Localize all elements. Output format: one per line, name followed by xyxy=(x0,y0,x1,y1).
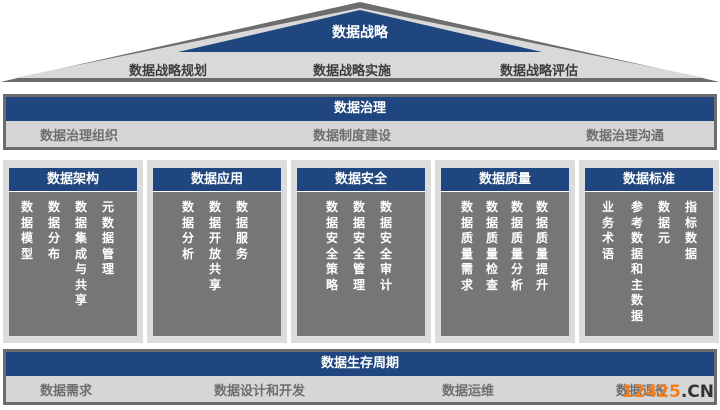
pillar-quality: 数据质量 数据质量需求 数据质量检查 数据质量分析 数据质量提升 xyxy=(435,160,575,343)
pillar-title: 数据质量 xyxy=(441,168,569,192)
pillar-title: 数据应用 xyxy=(153,168,281,192)
roof-item-implementation: 数据战略实施 xyxy=(312,64,391,79)
pillar-item: 数据质量提升 xyxy=(535,200,548,292)
pillar-security: 数据安全 数据安全策略 数据安全管理 数据安全审计 xyxy=(291,160,431,343)
site-watermark: 12425.CN xyxy=(622,382,714,402)
governance-band: 数据治理 数据治理组织 数据制度建设 数据治理沟通 xyxy=(3,94,717,150)
pillar-title: 数据架构 xyxy=(9,168,137,192)
roof-strategy xyxy=(0,2,720,82)
pillar-standards: 数据标准 业务术语 参考数据和主数据 数据元 指标数据 xyxy=(579,160,719,343)
governance-item-policy: 数据制度建设 xyxy=(313,129,392,144)
pillar-item: 数据质量分析 xyxy=(510,200,523,292)
watermark-number: 12425 xyxy=(621,382,681,402)
lifecycle-item-retirement: 数据退役 xyxy=(616,384,669,399)
governance-item-communication: 数据治理沟通 xyxy=(586,129,665,144)
pillar-item: 数据安全管理 xyxy=(352,200,365,292)
pillar-item: 数据质量需求 xyxy=(460,200,473,292)
roof-title: 数据战略 xyxy=(332,25,388,41)
pillar-item: 数据安全审计 xyxy=(379,200,392,292)
governance-items: 数据治理组织 数据制度建设 数据治理沟通 xyxy=(6,121,714,147)
pillar-item: 参考数据和主数据 xyxy=(630,200,643,323)
watermark-suffix: .CN xyxy=(680,382,714,402)
pillar-item: 元数据管理 xyxy=(101,200,114,276)
pillar-architecture: 数据架构 数据模型 数据分布 数据集成与共享 元数据管理 xyxy=(3,160,143,343)
pillar-application: 数据应用 数据分析 数据开放共享 数据服务 xyxy=(147,160,287,343)
pillar-item: 数据模型 xyxy=(20,200,33,261)
pillar-item: 数据集成与共享 xyxy=(74,200,87,307)
lifecycle-items: 数据需求 数据设计和开发 数据运维 数据退役 xyxy=(6,376,714,402)
governance-title: 数据治理 xyxy=(6,97,714,121)
roof-item-planning: 数据战略规划 xyxy=(128,64,207,79)
pillar-title: 数据标准 xyxy=(585,168,713,192)
pillar-item: 数据质量检查 xyxy=(485,200,498,292)
governance-item-organization: 数据治理组织 xyxy=(40,129,119,144)
lifecycle-title: 数据生存周期 xyxy=(6,352,714,376)
lifecycle-band: 数据生存周期 数据需求 数据设计和开发 数据运维 数据退役 xyxy=(3,349,717,405)
pillar-item: 业务术语 xyxy=(601,200,614,261)
pillar-item: 数据安全策略 xyxy=(325,200,338,292)
roof-item-evaluation: 数据战略评估 xyxy=(499,64,578,79)
pillar-item: 数据服务 xyxy=(235,200,248,261)
pillar-item: 数据开放共享 xyxy=(208,200,221,292)
pillar-item: 数据分布 xyxy=(47,200,60,261)
lifecycle-item-design-development: 数据设计和开发 xyxy=(214,384,306,399)
pillar-item: 数据元 xyxy=(657,200,670,245)
lifecycle-item-requirements: 数据需求 xyxy=(40,384,93,399)
pillar-item: 数据分析 xyxy=(181,200,194,261)
pillar-title: 数据安全 xyxy=(297,168,425,192)
pillar-item: 指标数据 xyxy=(684,200,697,261)
lifecycle-item-operations: 数据运维 xyxy=(442,384,495,399)
